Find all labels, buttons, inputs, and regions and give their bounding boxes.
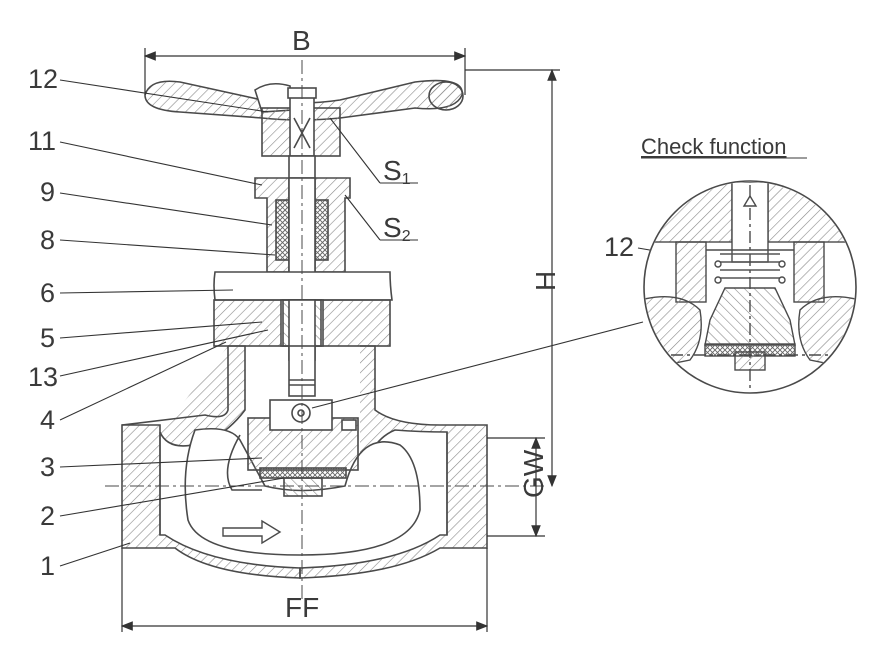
- part-label-6: 6: [40, 278, 55, 308]
- detail-title: Check function: [641, 134, 787, 159]
- part-label-1: 1: [40, 551, 55, 581]
- part-labels: 12 11 9 8 6 5 13 4 3 2 1 12: [28, 64, 634, 581]
- dim-label-gw: GW: [518, 449, 549, 498]
- dim-label-b: B: [292, 25, 311, 56]
- flow-arrow-icon: [222, 519, 282, 545]
- valve-body-group: [121, 79, 488, 579]
- leader-lines: [59, 79, 721, 567]
- part-label-8: 8: [40, 225, 55, 255]
- check-function-detail: [643, 180, 857, 394]
- part-label-4: 4: [40, 405, 55, 435]
- part-label-2: 2: [40, 501, 55, 531]
- body-right: [299, 345, 488, 579]
- part-label-9: 9: [40, 177, 55, 207]
- dim-label-h: H: [530, 271, 561, 291]
- part-label-11: 12: [28, 64, 58, 94]
- part-label-13: 13: [28, 362, 58, 392]
- seal-label-s2: S2: [383, 212, 411, 245]
- dim-label-ff: FF: [285, 592, 319, 623]
- part-label-5: 5: [40, 323, 55, 353]
- part-label-12: 12: [604, 232, 634, 262]
- part-label-3: 3: [40, 452, 55, 482]
- seal-label-s1: S1: [383, 155, 411, 188]
- centerlines: [105, 60, 545, 600]
- part-label-10: 11: [28, 126, 56, 156]
